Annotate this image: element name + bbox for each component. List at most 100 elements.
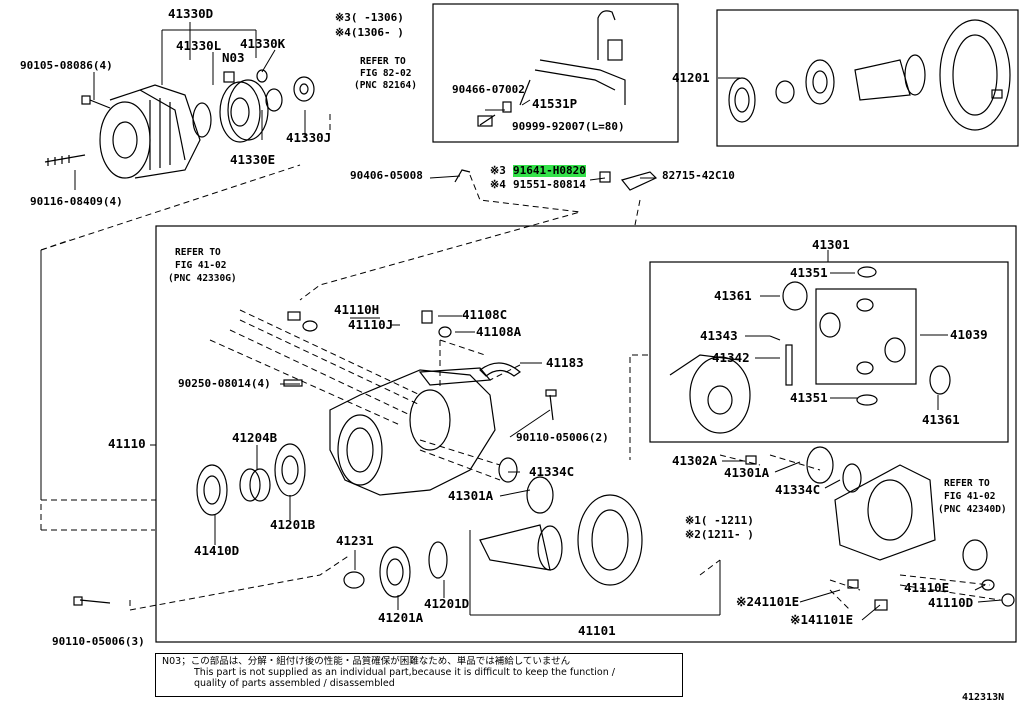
label-41110[interactable]: 41110: [108, 436, 146, 451]
label-41351-a[interactable]: 41351: [790, 265, 828, 280]
label-41108A[interactable]: 41108A: [476, 324, 522, 339]
side-cover: [834, 464, 936, 561]
diagram-number: 412313N: [962, 692, 1005, 703]
bolt-90110-2: [545, 389, 557, 421]
washer-41201D: [428, 541, 448, 579]
supply-note-english-1: This part is not supplied as an individu…: [194, 667, 615, 678]
label-90999[interactable]: 90999-92007(L=80): [512, 120, 625, 133]
label-90116[interactable]: 90116-08409(4): [30, 195, 123, 208]
label-90110-3[interactable]: 90110-05006(3): [52, 635, 145, 648]
label-41334C-a[interactable]: 41334C: [529, 464, 575, 479]
drive-pinion: [854, 54, 926, 101]
supply-note-english-2: quality of parts assembled / disassemble…: [194, 678, 395, 689]
label-n03[interactable]: N03: [222, 50, 245, 65]
label-41231[interactable]: 41231: [336, 533, 374, 548]
label-91641-highlighted[interactable]: 91641-H0820: [513, 164, 586, 177]
label-90466[interactable]: 90466-07002: [452, 83, 525, 96]
bolt-41101E2: [847, 579, 859, 589]
label-41330D[interactable]: 41330D: [168, 6, 214, 21]
label-41330E[interactable]: 41330E: [230, 152, 276, 167]
ring-gear-41101: [577, 494, 643, 586]
ring-gear-group-frame: [716, 9, 1019, 147]
label-41039[interactable]: 41039: [950, 327, 988, 342]
label-fig-left[interactable]: FIG 41-02: [175, 260, 227, 271]
label-41334C-b[interactable]: 41334C: [775, 482, 821, 497]
label-pnc-right[interactable]: (PNC 42340D): [938, 504, 1007, 515]
label-82715[interactable]: 82715-42C10: [662, 169, 735, 182]
label-41342[interactable]: 41342: [712, 350, 750, 365]
label-41330K[interactable]: 41330K: [240, 36, 286, 51]
label-41351-b[interactable]: 41351: [790, 390, 828, 405]
label-41330J[interactable]: 41330J: [286, 130, 332, 145]
breather-tube: [519, 10, 626, 106]
label-41110J[interactable]: 41110J: [348, 317, 394, 332]
coupling-flange: [219, 79, 269, 143]
plug-41108C: [421, 310, 433, 324]
differential-carrier: [329, 367, 496, 496]
label-41183[interactable]: 41183: [546, 355, 584, 370]
label-note-4a: ※4(1306- ): [335, 26, 404, 39]
label-fig-right[interactable]: FIG 41-02: [944, 491, 996, 502]
differential-case-frame: [649, 261, 1009, 443]
spacer-41231: [343, 571, 365, 589]
label-41101E-2[interactable]: ※241101E: [736, 594, 800, 609]
label-note-1: ※1( -1211): [685, 514, 754, 527]
label-refer-left: REFER TO: [175, 247, 221, 258]
label-41110H[interactable]: 41110H: [334, 302, 380, 317]
rear-cover-housing: [99, 84, 201, 179]
label-41101[interactable]: 41101: [578, 623, 616, 638]
label-fig-82[interactable]: FIG 82-02: [360, 68, 412, 79]
label-41108C[interactable]: 41108C: [462, 307, 508, 322]
label-41410D[interactable]: 41410D: [194, 543, 240, 558]
label-41204B[interactable]: 41204B: [232, 430, 278, 445]
label-90250[interactable]: 90250-08014(4): [178, 377, 271, 390]
label-41330L[interactable]: 41330L: [176, 38, 222, 53]
label-41301A-b[interactable]: 41301A: [724, 465, 770, 480]
cover-bolt: [81, 95, 111, 109]
shaft-41342: [785, 344, 793, 386]
label-41201[interactable]: 41201: [672, 70, 710, 85]
stud-bolt: [44, 154, 86, 166]
label-41343[interactable]: 41343: [700, 328, 738, 343]
bearing-41201A: [379, 546, 411, 598]
label-90406[interactable]: 90406-05008: [350, 169, 423, 182]
washer-41361-b: [929, 365, 951, 395]
spacer-41204B: [239, 468, 271, 502]
label-41301[interactable]: 41301: [812, 237, 850, 252]
differential-case: [669, 354, 751, 434]
label-41301A-a[interactable]: 41301A: [448, 488, 494, 503]
label-pnc-left[interactable]: (PNC 42330G): [168, 273, 237, 284]
breather-plug-41110H: [287, 311, 301, 321]
oil-seal-side: [962, 539, 988, 571]
ring-gear: [939, 19, 1011, 131]
label-41302A[interactable]: 41302A: [672, 453, 718, 468]
gasket-41108A: [438, 326, 452, 338]
cover-o-ring: [192, 102, 212, 138]
breather-hose: [477, 114, 496, 127]
plug-41110D: [1001, 593, 1015, 607]
label-41110D[interactable]: 41110D: [928, 595, 974, 610]
label-pnc-82[interactable]: (PNC 82164): [354, 80, 417, 91]
nut-41201: [775, 80, 795, 104]
label-41361-b[interactable]: 41361: [922, 412, 960, 427]
label-90105[interactable]: 90105-08086(4): [20, 59, 113, 72]
label-41361-a[interactable]: 41361: [714, 288, 752, 303]
label-90110-2[interactable]: 90110-05006(2): [516, 431, 609, 444]
washer-41351-b: [856, 394, 878, 406]
label-41201B[interactable]: 41201B: [270, 517, 316, 532]
oil-seal-41410D: [196, 464, 228, 516]
label-91551[interactable]: 91551-80814: [513, 178, 586, 191]
bolt-41101E1: [874, 599, 888, 611]
shim-41334C-a: [498, 457, 518, 483]
bearing-41201B: [274, 443, 306, 497]
label-41201A[interactable]: 41201A: [378, 610, 424, 625]
label-41110E[interactable]: 41110E: [904, 580, 950, 595]
label-41531P[interactable]: 41531P: [532, 96, 578, 111]
label-41101E-1[interactable]: ※141101E: [790, 612, 854, 627]
bearing-race-41301A-a: [526, 476, 554, 514]
breather-group-frame: [432, 3, 679, 143]
bolt-90110-3: [73, 596, 111, 606]
snap-ring: [256, 69, 268, 83]
label-41201D[interactable]: 41201D: [424, 596, 470, 611]
label-note-3b: ※3: [490, 164, 506, 177]
